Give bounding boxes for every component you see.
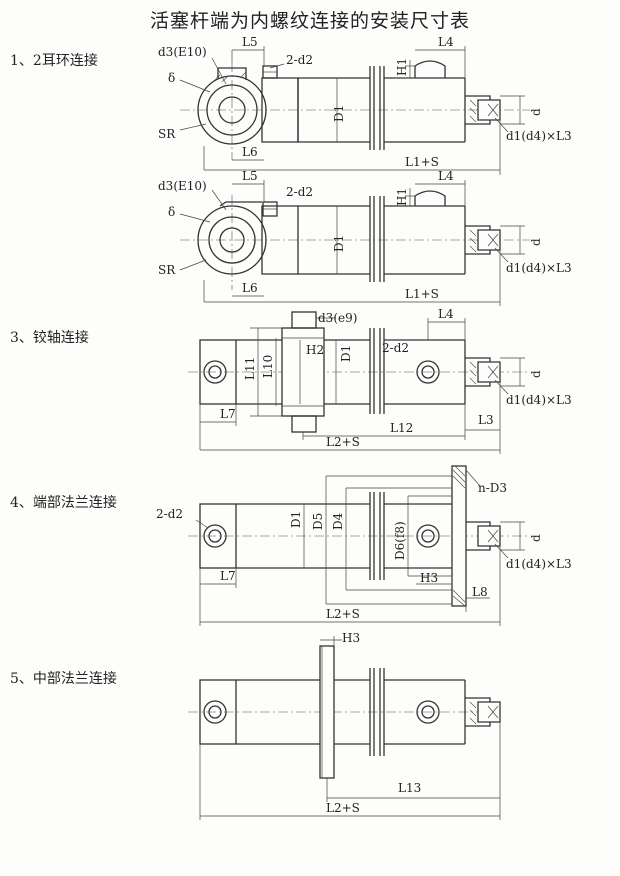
figure-ear-ring-1: [179, 46, 530, 175]
dim-l12: L12: [390, 421, 413, 435]
dim-2-d2-3: 2-d2: [382, 341, 409, 355]
figure-trunnion: [188, 311, 530, 454]
dim-l5-2: L5: [242, 169, 258, 183]
dim-h2: H2: [306, 343, 324, 357]
dim-l4-2: L4: [438, 169, 454, 183]
dim-l1-s: L1+S: [405, 155, 439, 169]
dim-2-d2: 2-d2: [286, 53, 313, 67]
dim-2-d2-2: 2-d2: [286, 185, 313, 199]
dim-delta-2: δ: [168, 205, 175, 219]
dim-d1-cap: D1: [332, 105, 346, 122]
dim-l10: L10: [261, 355, 275, 378]
dim-h1-2: H1: [395, 188, 409, 206]
dim-delta: δ: [168, 71, 175, 85]
dim-d4-cap: D4: [331, 512, 345, 530]
dim-d1-cap-2: D1: [332, 235, 346, 252]
dim-sr-2: SR: [158, 263, 176, 277]
dim-d-3: d: [529, 370, 543, 378]
dim-d-4: d: [529, 534, 543, 542]
dim-l3: L3: [478, 413, 494, 427]
dim-d-2: d: [529, 238, 543, 246]
dim-h1: H1: [395, 58, 409, 76]
dim-l1-s-2: L1+S: [405, 287, 439, 301]
dim-d1-d4-l3-3: d1(d4)×L3: [506, 393, 572, 407]
dim-d1-cap-4: D1: [289, 511, 303, 528]
page-title: 活塞杆端为内螺纹连接的安装尺寸表: [149, 10, 470, 32]
dim-d1-d4-l3: d1(d4)×L3: [506, 129, 572, 143]
section-label-end-flange: 4、端部法兰连接: [10, 495, 117, 511]
dim-l6: L6: [242, 145, 258, 159]
dim-l8: L8: [472, 585, 488, 599]
dim-sr: SR: [158, 127, 176, 141]
dim-l4: L4: [438, 35, 454, 49]
dim-l2-s-4: L2+S: [326, 607, 360, 621]
section-label-ear-ring: 1、2耳环连接: [10, 53, 98, 69]
dim-d3-e9: d3(e9): [318, 311, 357, 325]
dim-l7: L7: [220, 407, 236, 421]
dim-l5: L5: [242, 35, 258, 49]
dim-n-d3: n-D3: [478, 481, 507, 495]
figure-end-flange: [188, 465, 530, 626]
dim-d1-cap-3: D1: [339, 345, 353, 362]
dim-l2-s-5: L2+S: [326, 801, 360, 815]
dim-l11: L11: [243, 357, 257, 380]
dim-2-d2-4: 2-d2: [156, 507, 183, 521]
dim-l13: L13: [398, 781, 421, 795]
dim-l4-3: L4: [438, 307, 454, 321]
dim-d1-d4-l3-4: d1(d4)×L3: [506, 557, 572, 571]
dim-h3: H3: [420, 571, 438, 585]
dim-l7-4: L7: [220, 569, 236, 583]
dim-d3-e10-2: d3(E10): [158, 179, 207, 193]
dim-d: d: [529, 108, 543, 116]
dim-d5: D5: [311, 513, 325, 530]
dim-l6-2: L6: [242, 281, 258, 295]
section-label-trunnion: 3、铰轴连接: [10, 330, 89, 346]
dim-h3-5: H3: [342, 631, 360, 645]
dim-d1-d4-l3-2: d1(d4)×L3: [506, 261, 572, 275]
section-label-middle-flange: 5、中部法兰连接: [10, 671, 117, 687]
figure-ear-ring-2: [179, 180, 530, 306]
dim-d3-e10: d3(E10): [158, 45, 207, 59]
figure-middle-flange: [188, 636, 501, 820]
dim-l2-s-3: L2+S: [326, 435, 360, 449]
dim-d6-f8: D6(f8): [393, 521, 407, 560]
